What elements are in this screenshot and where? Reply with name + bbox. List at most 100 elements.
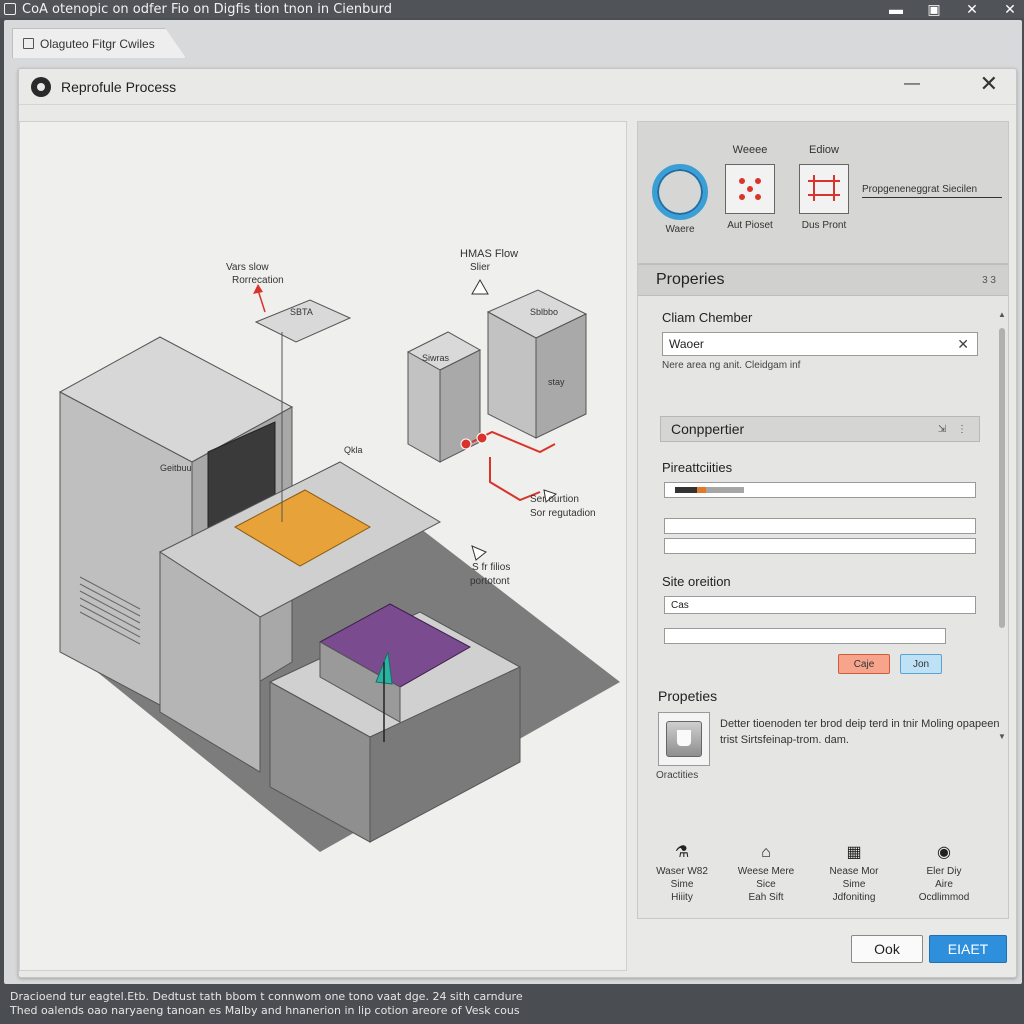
properties-title: Properies [656,271,725,288]
valve-1 [460,438,472,450]
cancel-small-button[interactable]: Caje [838,654,890,674]
flask-icon: ⚗ [674,844,690,861]
bottom-item-1[interactable]: ⚗ Waser W82 Sime Hiiity [642,844,722,904]
flow-marker-3 [543,489,558,503]
pressure-field-2[interactable] [664,538,976,554]
close-icon[interactable]: ✕ [966,1,978,17]
bottom-item-2[interactable]: ⌂ Weese Mere Sice Eah Sift [726,845,806,904]
app-title: CoA otenopic on odfer Fio on Digfis tion… [22,1,393,17]
properties-panel: Waere Weeee Aut Pioset Ediow [637,121,1009,919]
component-title: Conppertier [671,421,745,437]
scroll-down-icon[interactable]: ▼ [998,732,1006,741]
cup-icon [666,721,702,757]
progress-orange-segment [696,487,707,493]
close-icon-2[interactable]: ✕ [1004,1,1016,17]
valve-2 [476,432,488,444]
chamber-value: Waoer [669,337,704,351]
progress-dark-segment [675,487,697,493]
bottom-item-3[interactable]: ▦ Nease Mor Sime Jdfoniting [814,844,894,904]
bottom-item-3-line1: Nease Mor [829,866,879,877]
box1-front [407,351,441,463]
workspace-frame: Olaguteo Fitgr Cwiles Reprofule Process … [4,20,1022,984]
hmas-sub-label: Slier [470,262,491,273]
title-bar: CoA otenopic on odfer Fio on Digfis tion… [0,0,1024,18]
pressure-field-1[interactable] [664,518,976,534]
grid-icon: ▦ [846,844,862,861]
dialog-title: Reprofule Process [61,78,177,95]
tool-auto-preset[interactable]: Weeee Aut Pioset [724,144,776,231]
bottom-item-4[interactable]: ◉ Eler Diy Aire Ocdlimmod [904,844,984,904]
properties-header: Properies 3 3 [638,264,1008,296]
tool3-label[interactable]: Propgeneneggrat Siecilen [862,184,1002,198]
process-icon [31,76,51,97]
equipment-description: Detter tioenoden ter brod deip terd in t… [720,718,1000,746]
equipment-thumbnail[interactable] [658,712,710,766]
cabinet-label: Geitbuu [160,463,192,473]
clear-icon[interactable]: ✕ [957,335,969,352]
chamber-hint: Nere area ng anit. Cleidgam inf [662,360,801,371]
stay-label: stay [548,377,565,387]
wafer-circle-icon[interactable] [652,164,708,220]
document-tab[interactable]: Olaguteo Fitgr Cwiles [12,28,186,58]
box2-label: Siwras [422,353,450,363]
user-icon: ◉ [937,844,951,861]
tool2-top-label: Ediow [809,144,839,156]
dialog-close-button[interactable]: ✕ [979,71,998,96]
process-canvas[interactable]: Vars slow Rorrecation HMAS Flow Slier Se… [19,121,627,971]
tool-dus-pront[interactable]: Ediow Dus Pront [798,144,850,231]
scroll-thumb[interactable] [999,328,1005,628]
site-input[interactable]: Cas [664,596,976,614]
dialog-header: Reprofule Process — ✕ [19,69,1016,105]
bottom-item-2-line3: Eah Sift [748,892,784,903]
filter-label: S fr filios [472,562,511,573]
tab-label: Olaguteo Fitgr Cwiles [40,36,155,51]
circle-caption: Waere [665,224,695,235]
port-label: portotont [470,576,510,587]
bottom-item-1-line3: Hiiity [671,892,693,903]
chamber-input[interactable]: Waoer ✕ [662,332,978,356]
bottom-item-4-line2: Aire [935,879,953,890]
bottom-item-2-line1: Weese Mere [737,866,795,877]
join-small-button[interactable]: Jon [900,654,942,674]
bottom-item-4-line3: Ocdlimmod [918,892,970,903]
component-options-icon[interactable]: ⇲ ⋮ [937,423,971,435]
red-arrow-head [253,284,263,294]
red-arrow [257,289,266,313]
properties-options-icon[interactable]: 3 3 [982,274,996,286]
preset-grid-icon [725,164,775,214]
bottom-item-3-line2: Sime [842,879,866,890]
pressure-label: Pireattciities [662,460,733,475]
thumbnail-caption: Oractities [656,770,699,781]
flow-marker-1 [471,278,489,295]
status-line-1: Dracioend tur eagtel.Etb. Dedtust tath b… [10,990,523,1003]
bottom-item-3-line3: Jdfoniting [832,892,876,903]
reference-label: Rorrecation [232,275,284,286]
minimize-button[interactable]: — [904,75,920,92]
restore-icon[interactable]: ▣ [927,1,941,17]
platform-front [159,551,261,773]
site-field-2[interactable] [664,628,946,644]
tool2-bottom-label: Dus Pront [801,220,847,231]
box1-label: SBTA [290,307,313,317]
process-dialog: Reprofule Process — ✕ [18,68,1017,978]
bottom-item-1-line1: Waser W82 [656,866,708,877]
component-header[interactable]: Conppertier ⇲ ⋮ [660,416,980,442]
flow-marker-2 [471,545,487,561]
primary-action-button[interactable]: EIAET [929,935,1007,963]
tool-strip: Waere Weeee Aut Pioset Ediow [638,122,1008,264]
tool1-bottom-label: Aut Pioset [727,220,773,231]
chamber-label: Cliam Chember [662,310,753,325]
scroll-up-icon[interactable]: ▲ [998,310,1006,319]
hmas-flow-label: HMAS Flow [460,248,519,260]
ok-button[interactable]: Ook [851,935,923,963]
progress-grey-segment [706,487,744,493]
box4-label: Qkla [344,445,363,455]
purple-wafer-edge [319,641,401,723]
minimize-icon[interactable]: ▬ [889,1,903,17]
site-label: Site oreition [662,574,731,589]
properties2-title: Propeties [658,688,718,704]
panel-scrollbar[interactable]: ▲ ▼ [998,310,1006,741]
document-icon [23,38,34,49]
pressure-progress [664,482,976,498]
status-line-2: Thed oalends oao naryaeng tanoan es Malb… [10,1004,520,1017]
